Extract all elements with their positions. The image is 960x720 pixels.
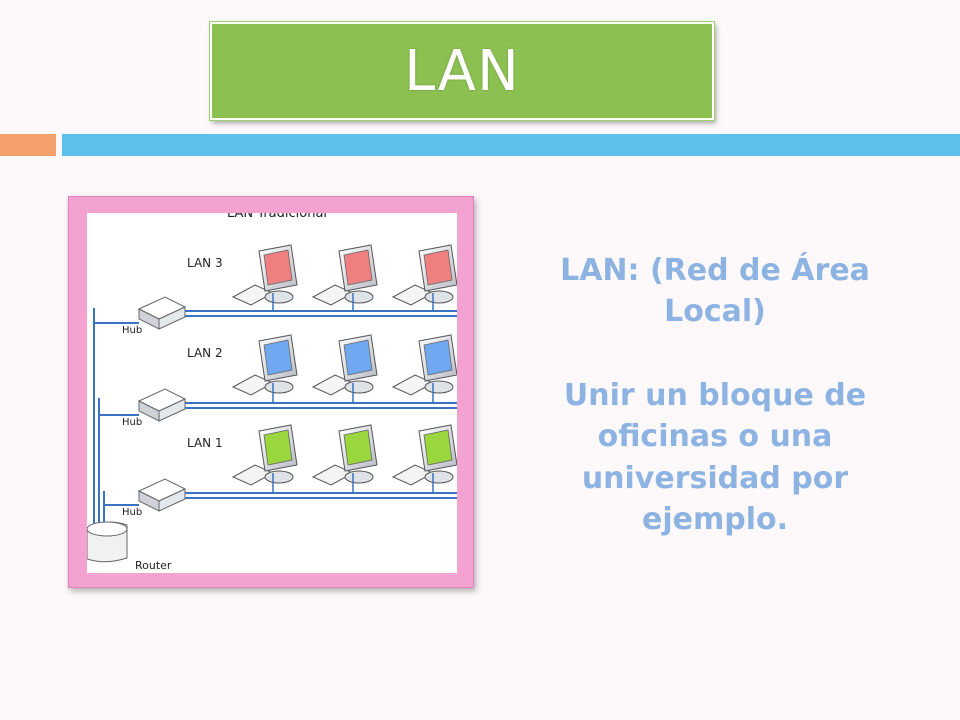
- lan-label: LAN 1: [187, 436, 223, 450]
- slide-body-text: LAN: (Red de Área Local) Unir un bloque …: [530, 250, 900, 540]
- monitor-screen: [343, 249, 373, 286]
- monitor-stand: [424, 290, 454, 304]
- monitor-stand: [264, 380, 294, 394]
- lan-label: LAN 3: [187, 256, 223, 270]
- monitor-screen: [263, 339, 293, 376]
- monitor-stand: [424, 470, 454, 484]
- hub-label: Hub: [122, 507, 142, 518]
- lan-label: LAN 2: [187, 346, 223, 360]
- slide-title: LAN: [404, 38, 520, 104]
- monitor-stand: [344, 290, 374, 304]
- monitor-stand: [344, 470, 374, 484]
- accent-bar-blue: [62, 134, 960, 156]
- accent-bar-orange: [0, 134, 56, 156]
- monitor-screen: [263, 429, 293, 466]
- hub-device-front: [158, 398, 186, 422]
- monitor-screen: [423, 429, 453, 466]
- hub-label: Hub: [122, 325, 142, 336]
- monitor-screen: [423, 339, 453, 376]
- monitor-stand: [344, 380, 374, 394]
- hub-device-front: [158, 488, 186, 512]
- slide-title-box: LAN: [210, 22, 714, 120]
- monitor-stand: [264, 470, 294, 484]
- monitor-screen: [343, 339, 373, 376]
- router-device-top: [87, 521, 128, 537]
- router-label: Router: [135, 559, 172, 572]
- diagram-heading: LAN Tradicional: [227, 213, 327, 221]
- monitor-stand: [424, 380, 454, 394]
- monitor-stand: [264, 290, 294, 304]
- monitor-screen: [343, 429, 373, 466]
- lan-definition: LAN: (Red de Área Local): [560, 253, 870, 330]
- lan-example: Unir un bloque de oficinas o una univers…: [563, 377, 867, 537]
- monitor-screen: [263, 249, 293, 286]
- hub-label: Hub: [122, 417, 142, 428]
- monitor-screen: [423, 249, 453, 286]
- hub-device-front: [158, 306, 186, 330]
